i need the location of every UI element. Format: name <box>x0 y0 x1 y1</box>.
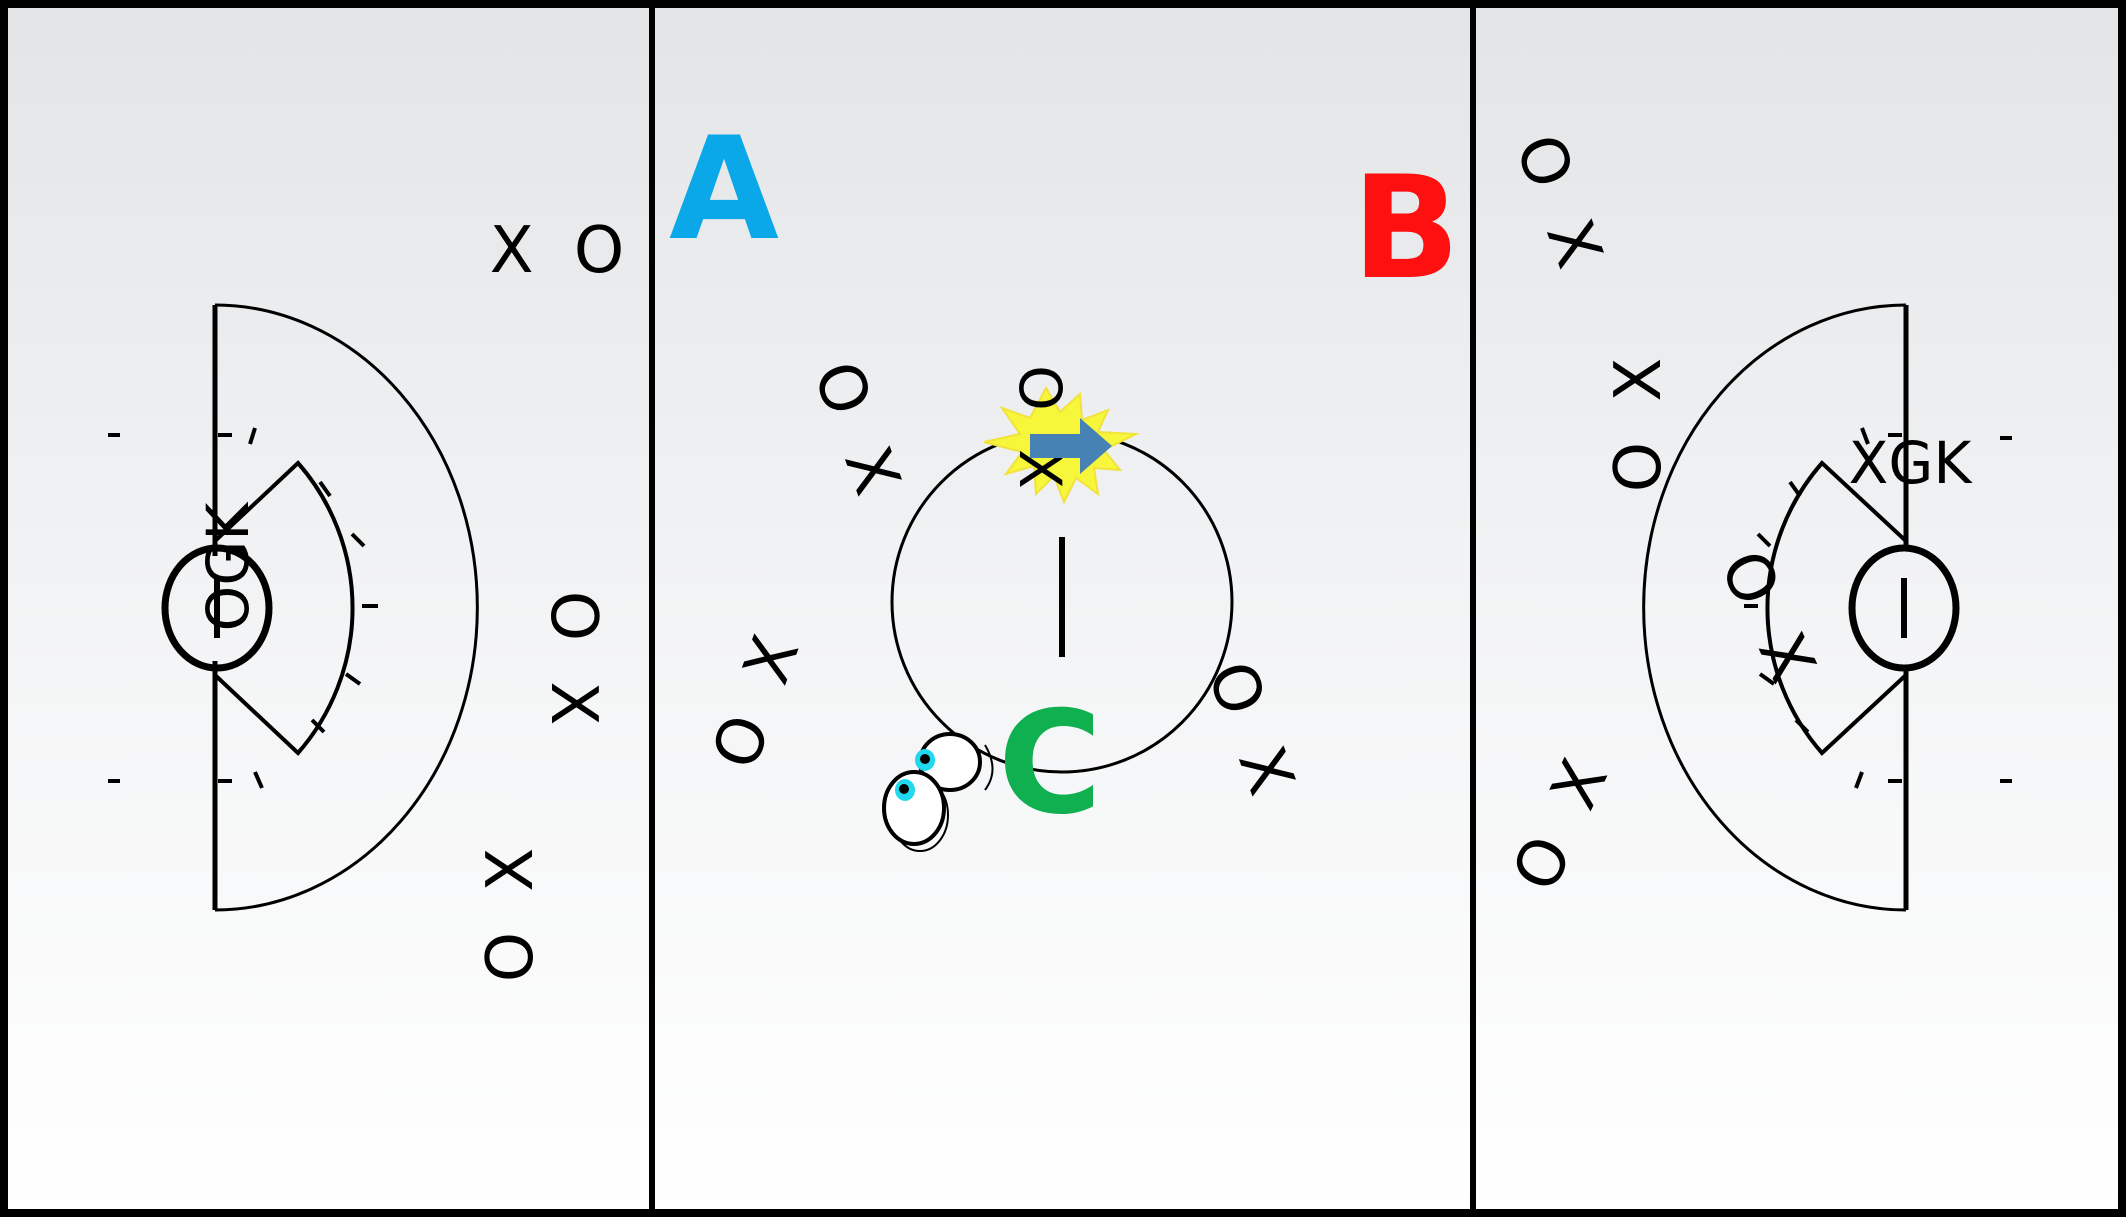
left-fan-arc <box>214 303 479 912</box>
draw-burst-group: O X <box>983 365 1140 505</box>
player-right-crease-top: O X <box>1602 348 1676 493</box>
right-crease <box>1848 544 1960 672</box>
label-a: A <box>669 107 779 272</box>
googly-eyes-icon <box>882 732 994 852</box>
left-crease <box>161 544 273 672</box>
player-left-mid: O X <box>536 591 610 736</box>
label-b: B <box>1352 146 1460 311</box>
right-fan-arc <box>1642 303 1907 912</box>
label-c: C <box>998 681 1102 846</box>
player-right-goalie: XGK <box>1849 429 1974 497</box>
player-left-goalie: OGK <box>194 501 262 632</box>
left-eight-meter-arc <box>213 460 355 756</box>
right-goal-area <box>1642 303 2012 912</box>
player-left-top: X O <box>490 214 635 288</box>
player-center-top: O X <box>1006 365 1074 499</box>
right-arrow-icon <box>1030 418 1112 474</box>
right-hash-marks <box>1744 427 2012 789</box>
left-goal-area <box>108 303 479 912</box>
left-hash-marks <box>108 427 378 789</box>
player-left-bottom: O X <box>474 838 548 983</box>
